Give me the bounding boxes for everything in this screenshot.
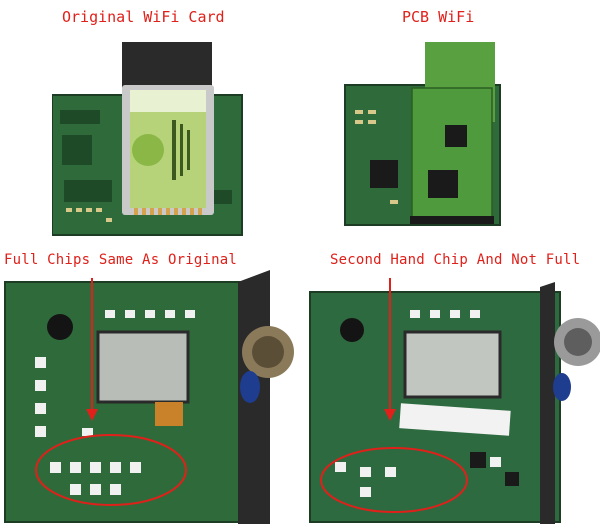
second-hand-chip-label: Second Hand Chip And Not Full <box>330 252 581 268</box>
pcb-wifi-photo <box>340 40 505 235</box>
full-chips-label: Full Chips Same As Original <box>4 252 237 268</box>
pcb-wifi-label: PCB WiFi <box>402 8 475 26</box>
second-hand-chip-board-photo <box>300 262 600 525</box>
original-wifi-card-label: Original WiFi Card <box>62 8 225 26</box>
original-wifi-card-photo <box>52 40 247 240</box>
full-chips-board-photo <box>0 262 298 525</box>
